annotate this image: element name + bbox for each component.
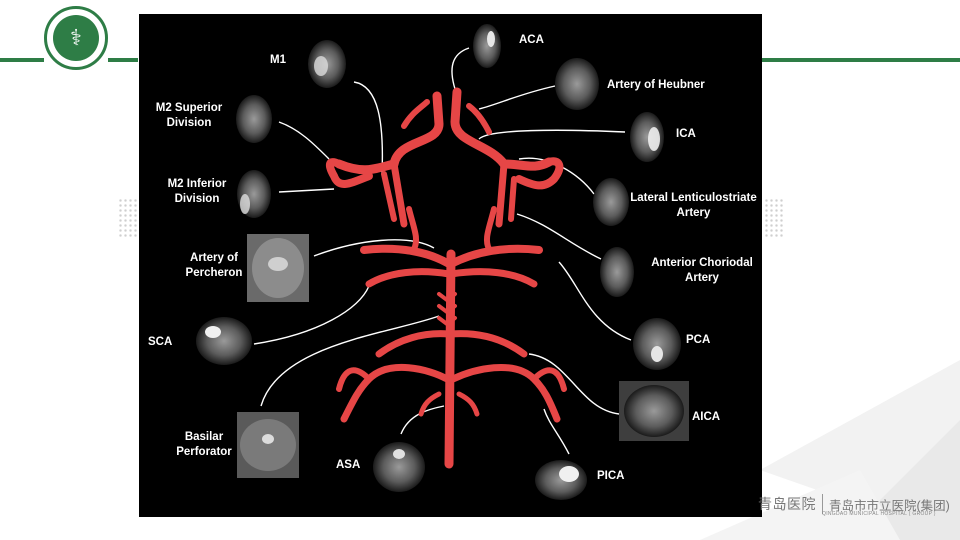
label-aica: AICA [692, 410, 720, 425]
label-heubner: Artery of Heubner [607, 78, 705, 93]
label-lenticulostriate: Lateral Lenticulostriate Artery [626, 191, 761, 221]
artery-tree [330, 92, 564, 464]
artery-diagram: M1 M2 Superior Division M2 Inferior Divi… [139, 14, 762, 517]
label-aca: ACA [519, 33, 544, 48]
label-m2-inferior: M2 Inferior Division [152, 177, 242, 207]
label-ica: ICA [676, 127, 696, 142]
label-basilar-perforator: Basilar Perforator [174, 430, 234, 460]
label-m2-superior: M2 Superior Division [144, 101, 234, 131]
label-percheron: Artery of Percheron [179, 251, 249, 281]
label-asa: ASA [336, 458, 360, 473]
label-sca: SCA [148, 335, 172, 350]
hospital-english-name: QINGDAO MUNICIPAL HOSPITAL ( GROUP ) [822, 511, 936, 517]
label-pica: PICA [597, 469, 624, 484]
label-choroidal: Anterior Choriodal Artery [647, 256, 757, 286]
hospital-short-name: 青岛医院 [758, 494, 816, 514]
label-pca: PCA [686, 333, 710, 348]
footer-brand: 青岛医院 青岛市市立医院(集团) QINGDAO MUNICIPAL HOSPI… [758, 494, 950, 514]
label-m1: M1 [270, 53, 286, 68]
